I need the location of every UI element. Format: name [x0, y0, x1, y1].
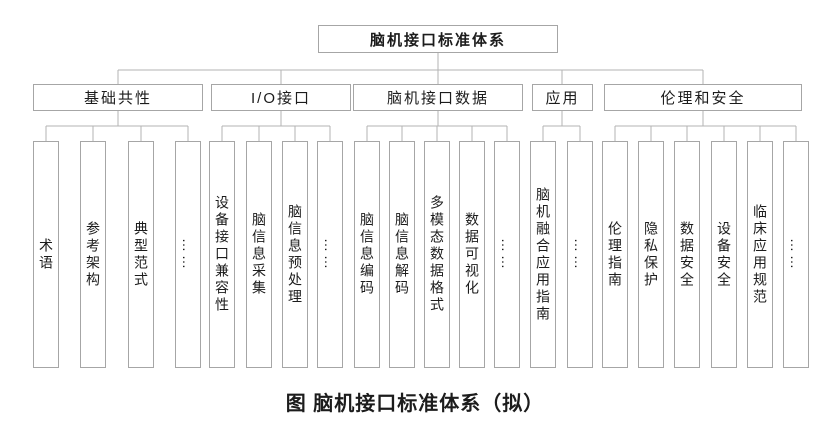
- item-box-typical-paradigm: 典型范式: [128, 141, 154, 368]
- item-box-brain-info-decoding: 脑信息解码: [389, 141, 415, 368]
- item-box-foundation-more: ……: [175, 141, 201, 368]
- category-box-ethics-safety: 伦理和安全: [604, 84, 802, 111]
- item-box-data-visualization: 数据可视化: [459, 141, 485, 368]
- group1-connector: [45, 111, 189, 141]
- item-box-brain-info-acquisition: 脑信息采集: [246, 141, 272, 368]
- category-box-application: 应用: [532, 84, 593, 111]
- item-box-device-interface-compatibility: 设备接口兼容性: [209, 141, 235, 368]
- category-box-bci-data: 脑机接口数据: [353, 84, 523, 111]
- item-box-data-security: 数据安全: [674, 141, 700, 368]
- item-box-brain-computer-fusion-app-guide: 脑机融合应用指南: [530, 141, 556, 368]
- group2-connector: [221, 111, 331, 141]
- item-box-privacy-protection: 隐私保护: [638, 141, 664, 368]
- item-box-device-security: 设备安全: [711, 141, 737, 368]
- item-box-clinical-application-spec: 临床应用规范: [747, 141, 773, 368]
- item-box-ethics-guide: 伦理指南: [602, 141, 628, 368]
- category-box-foundation: 基础共性: [33, 84, 203, 111]
- item-box-reference-architecture: 参考架构: [80, 141, 106, 368]
- item-box-data-more: ……: [494, 141, 520, 368]
- category-box-io-interface: I/O接口: [211, 84, 351, 111]
- item-box-application-more: ……: [567, 141, 593, 368]
- group4-connector: [542, 111, 581, 141]
- item-box-ethics-more: ……: [783, 141, 809, 368]
- item-box-brain-info-encoding: 脑信息编码: [354, 141, 380, 368]
- group3-connector: [366, 111, 508, 141]
- item-box-brain-info-preprocessing: 脑信息预处理: [282, 141, 308, 368]
- root-connector: [117, 53, 704, 84]
- group5-connector: [614, 111, 797, 141]
- item-box-multimodal-data-format: 多模态数据格式: [424, 141, 450, 368]
- item-box-io-more: ……: [317, 141, 343, 368]
- figure-caption: 图 脑机接口标准体系（拟）: [285, 393, 545, 415]
- root-box: 脑机接口标准体系: [318, 25, 558, 53]
- item-box-terminology: 术语: [33, 141, 59, 368]
